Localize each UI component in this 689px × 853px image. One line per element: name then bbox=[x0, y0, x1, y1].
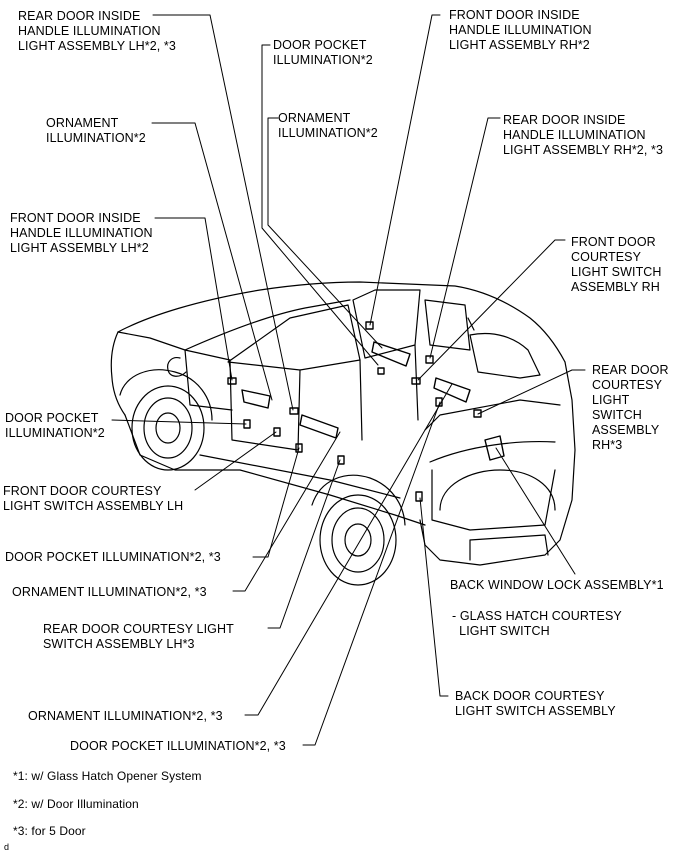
label-front-door-courtesy-rh: FRONT DOOR COURTESY LIGHT SWITCH ASSEMBL… bbox=[571, 235, 662, 294]
footnote-1: *1: w/ Glass Hatch Opener System bbox=[13, 769, 202, 783]
label-ornament-illumination-left: ORNAMENT ILLUMINATION*2 bbox=[46, 116, 146, 145]
label-door-pocket-illumination-23-a: DOOR POCKET ILLUMINATION*2, *3 bbox=[5, 550, 221, 564]
label-door-pocket-illumination-23-b: DOOR POCKET ILLUMINATION*2, *3 bbox=[70, 739, 286, 753]
label-rear-door-handle-rh: REAR DOOR INSIDE HANDLE ILLUMINATION LIG… bbox=[503, 113, 664, 157]
vehicle-body bbox=[110, 281, 576, 566]
label-ornament-illumination-23-b: ORNAMENT ILLUMINATION*2, *3 bbox=[28, 709, 223, 723]
footnote-3: *3: for 5 Door bbox=[13, 824, 86, 838]
label-front-door-handle-lh: FRONT DOOR INSIDE HANDLE ILLUMINATION LI… bbox=[10, 211, 153, 255]
label-door-pocket-illumination-top: DOOR POCKET ILLUMINATION*2 bbox=[273, 38, 373, 67]
label-front-door-handle-rh: FRONT DOOR INSIDE HANDLE ILLUMINATION LI… bbox=[449, 8, 592, 52]
footnote-2: *2: w/ Door Illumination bbox=[13, 797, 139, 811]
figure-code: d bbox=[4, 842, 10, 852]
front-wheel bbox=[119, 369, 213, 471]
leader-lines bbox=[111, 14, 586, 746]
label-rear-door-handle-lh: REAR DOOR INSIDE HANDLE ILLUMINATION LIG… bbox=[18, 9, 176, 53]
label-rear-door-courtesy-lh: REAR DOOR COURTESY LIGHT SWITCH ASSEMBLY… bbox=[43, 622, 234, 651]
label-back-door-courtesy: BACK DOOR COURTESY LIGHT SWITCH ASSEMBLY bbox=[455, 689, 616, 718]
label-rear-door-courtesy-rh: REAR DOOR COURTESY LIGHT SWITCH ASSEMBLY… bbox=[592, 363, 669, 452]
label-ornament-illumination-23-a: ORNAMENT ILLUMINATION*2, *3 bbox=[12, 585, 207, 599]
label-door-pocket-illumination-left: DOOR POCKET ILLUMINATION*2 bbox=[5, 411, 105, 440]
label-ornament-illumination-mid: ORNAMENT ILLUMINATION*2 bbox=[278, 111, 378, 140]
spare-wheel bbox=[439, 469, 556, 511]
label-front-door-courtesy-lh: FRONT DOOR COURTESY LIGHT SWITCH ASSEMBL… bbox=[3, 484, 184, 513]
rear-wheel bbox=[311, 474, 406, 586]
label-back-window-lock: BACK WINDOW LOCK ASSEMBLY*1 bbox=[450, 578, 664, 592]
label-glass-hatch-courtesy: - GLASS HATCH COURTESY LIGHT SWITCH bbox=[452, 609, 622, 638]
